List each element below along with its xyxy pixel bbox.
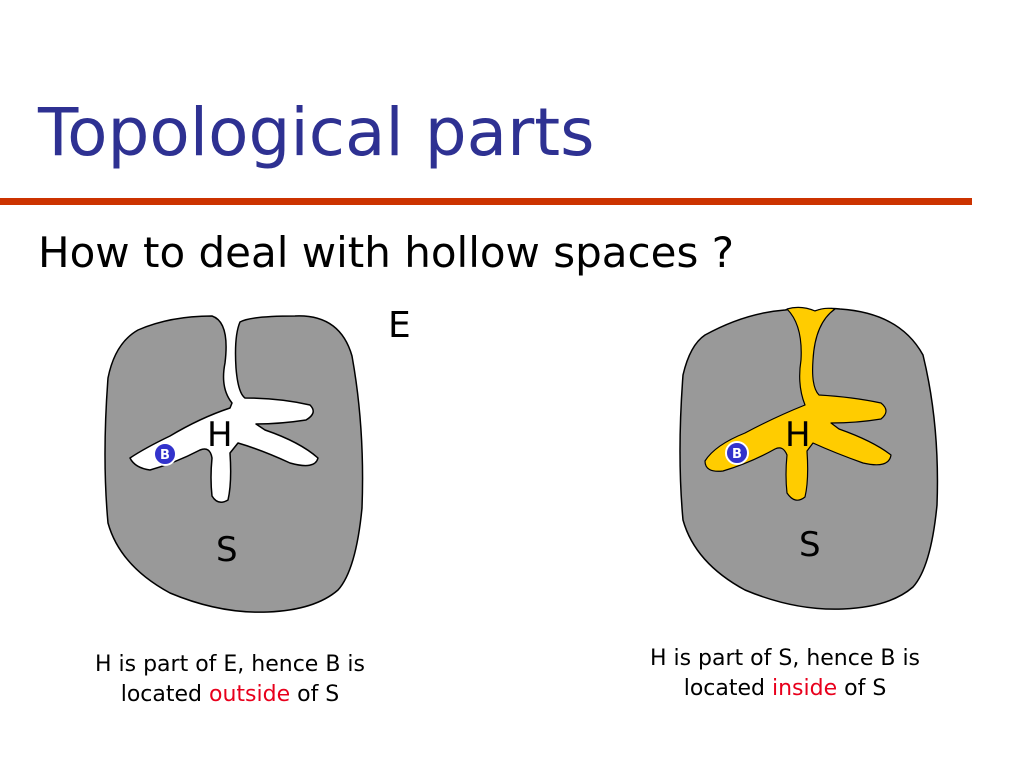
- title-divider: [0, 198, 972, 205]
- left-point-b: [153, 442, 177, 466]
- left-caption-line1: H is part of E, hence B is: [94, 652, 365, 677]
- right-point-b: [725, 441, 749, 465]
- slide-subtitle: How to deal with hollow spaces ?: [38, 228, 734, 277]
- left-solid-region: [104, 315, 364, 613]
- left-caption-highlight: outside: [209, 682, 291, 707]
- left-figure: B H S: [104, 315, 364, 613]
- right-caption-line2: located inside of S: [590, 674, 980, 704]
- right-hollow-region: [704, 306, 892, 501]
- left-hollow-label: H: [207, 415, 233, 455]
- right-figure: B H S: [679, 306, 939, 610]
- right-caption-tail: of S: [837, 676, 887, 701]
- right-caption-highlight: inside: [771, 676, 838, 701]
- left-point-b-label: B: [160, 448, 170, 463]
- left-caption-text: located: [120, 682, 209, 707]
- left-caption-tail: of S: [290, 682, 340, 707]
- right-caption-text: located: [683, 676, 772, 701]
- slide-title: Topological parts: [38, 94, 595, 171]
- left-caption-line2: located outside of S: [40, 680, 420, 710]
- left-caption: H is part of E, hence B is located outsi…: [40, 650, 420, 710]
- right-point-b-label: B: [732, 447, 742, 462]
- region-e-label: E: [388, 305, 411, 346]
- left-solid-label: S: [216, 530, 238, 570]
- right-solid-label: S: [799, 525, 821, 565]
- right-hollow-label: H: [785, 415, 811, 455]
- right-caption: H is part of S, hence B is located insid…: [590, 644, 980, 704]
- right-caption-line1: H is part of S, hence B is: [649, 646, 921, 671]
